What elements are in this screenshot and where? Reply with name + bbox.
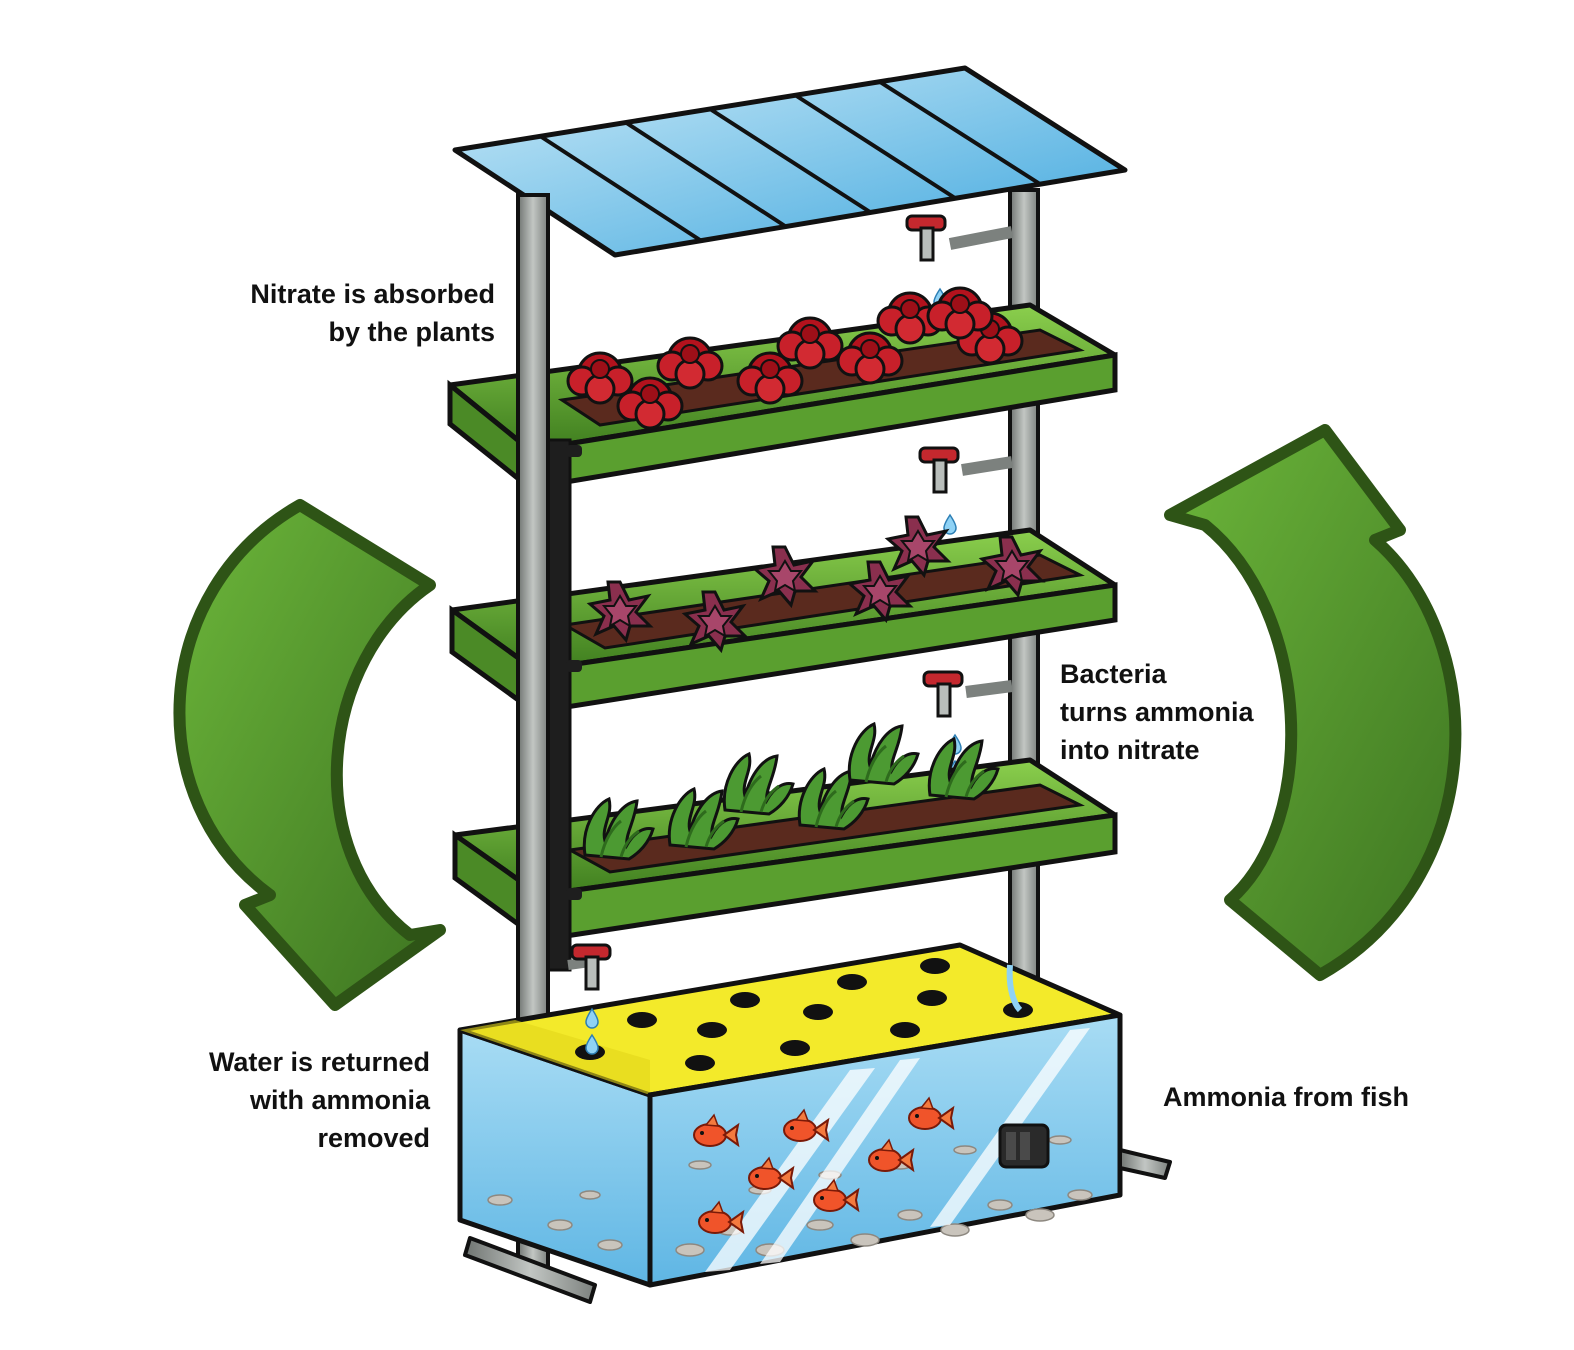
label-bacteria: Bacteria turns ammonia into nitrate (1060, 659, 1254, 765)
frame-foot (1118, 1148, 1172, 1180)
frame-foot (463, 1236, 597, 1304)
faucet-icon (918, 446, 1013, 587)
faucet-icon (922, 670, 1013, 807)
label-ammonia-from-fish: Ammonia from fish (1163, 1082, 1410, 1112)
label-water-returned: Water is returned with ammonia removed (208, 1047, 430, 1153)
water-pump-icon (998, 1123, 1050, 1169)
faucet-icon (905, 214, 1014, 361)
fish-tank (457, 942, 1123, 1288)
faucet-icon (567, 943, 612, 1055)
grow-tray-middle (449, 515, 1118, 717)
grow-tray-bottom (452, 722, 1118, 945)
cycle-arrow-icon (173, 499, 446, 1011)
label-nitrate-absorbed: Nitrate is absorbed by the plants (250, 279, 495, 347)
cycle-arrow-icon (1164, 424, 1462, 981)
solar-panel-icon (452, 65, 1128, 258)
